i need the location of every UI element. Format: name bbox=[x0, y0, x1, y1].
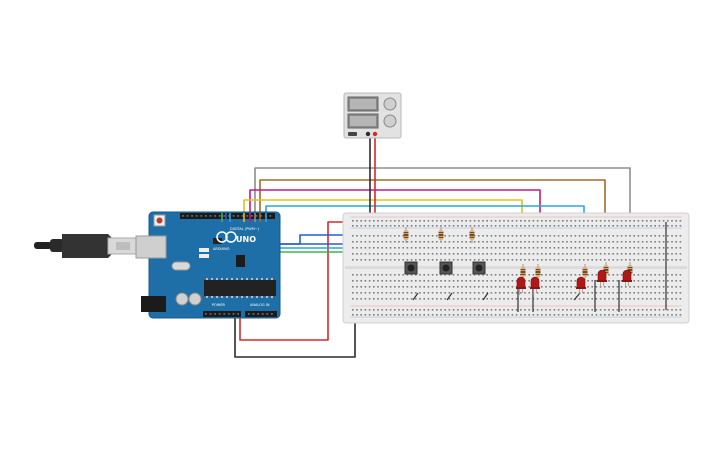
resistor[interactable] bbox=[403, 227, 409, 243]
psu-terminal-negative[interactable] bbox=[365, 131, 371, 137]
leds[interactable] bbox=[516, 269, 632, 295]
digital-header[interactable] bbox=[180, 213, 275, 219]
breadboard[interactable] bbox=[342, 212, 690, 324]
resistor[interactable] bbox=[469, 227, 475, 243]
analog-header-label: ANALOG IN bbox=[250, 303, 270, 307]
wire[interactable] bbox=[279, 234, 346, 245]
resistors[interactable] bbox=[403, 227, 633, 280]
power-supply[interactable] bbox=[343, 92, 402, 139]
breadboard-holes bbox=[352, 220, 682, 316]
resistor[interactable] bbox=[582, 264, 588, 280]
capacitor-1 bbox=[175, 292, 189, 306]
pushbutton[interactable] bbox=[404, 261, 418, 275]
arduino-logo-icon bbox=[216, 231, 228, 243]
led[interactable] bbox=[530, 276, 540, 295]
psu-knob-voltage[interactable] bbox=[383, 97, 397, 111]
led[interactable] bbox=[597, 269, 607, 288]
psu-switch[interactable] bbox=[348, 132, 357, 136]
icsp-header bbox=[236, 255, 245, 267]
wires-top-layer bbox=[221, 213, 267, 222]
resistor[interactable] bbox=[535, 264, 541, 280]
power-header[interactable] bbox=[203, 311, 241, 317]
digital-header-label: DIGITAL (PWM~) bbox=[230, 227, 260, 231]
usb-b-jack bbox=[135, 235, 167, 259]
wire[interactable] bbox=[239, 135, 376, 341]
breadboard-jumpers bbox=[412, 222, 667, 312]
pushbutton[interactable] bbox=[472, 261, 486, 275]
atmega-chip bbox=[204, 280, 276, 296]
pushbutton[interactable] bbox=[439, 261, 453, 275]
power-header-label: POWER bbox=[212, 303, 226, 307]
usb-cable bbox=[34, 234, 138, 258]
wire[interactable] bbox=[234, 312, 356, 358]
psu-terminal-positive[interactable] bbox=[372, 131, 378, 137]
resistor[interactable] bbox=[438, 227, 444, 243]
dc-barrel-jack bbox=[141, 296, 166, 312]
analog-header[interactable] bbox=[245, 311, 277, 317]
led[interactable] bbox=[576, 276, 586, 295]
led[interactable] bbox=[622, 269, 632, 288]
breadboard-rail-lines bbox=[350, 216, 682, 318]
board-brand-label: ARDUINO bbox=[213, 247, 230, 251]
board-model-label: UNO bbox=[236, 235, 256, 244]
psu-knob-current[interactable] bbox=[383, 114, 397, 128]
led[interactable] bbox=[516, 276, 526, 295]
arduino-uno-board[interactable]: UNO ARDUINO DIGITAL (PWM~) POWER ANALOG … bbox=[135, 211, 281, 319]
capacitor-2 bbox=[188, 292, 202, 306]
crystal bbox=[171, 261, 191, 271]
pushbuttons[interactable] bbox=[404, 261, 486, 275]
